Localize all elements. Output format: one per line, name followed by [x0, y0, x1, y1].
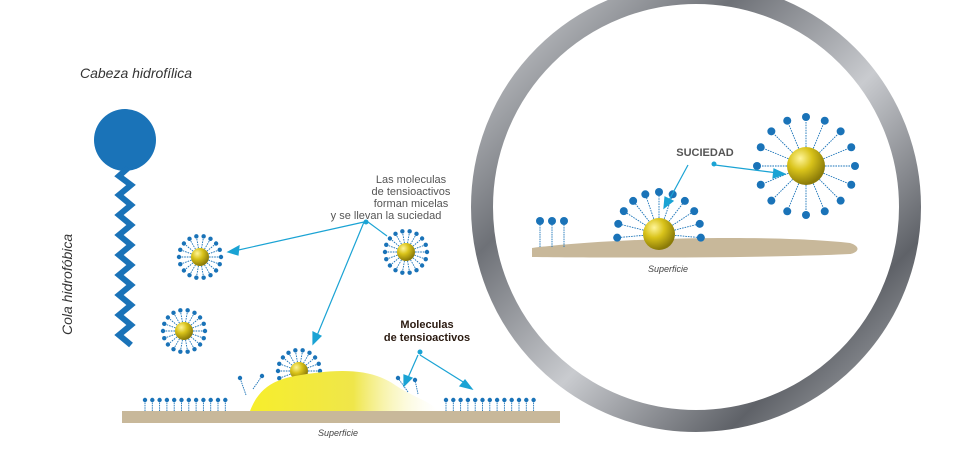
molecules-note-line2: de tensioactivos — [384, 332, 470, 344]
micelle-core — [787, 147, 825, 185]
surface-molecule — [531, 397, 536, 411]
zoom-micelle-on-surface — [613, 188, 705, 250]
surface-molecule — [142, 397, 148, 411]
edge-molecules — [237, 373, 419, 396]
surface-molecule — [179, 397, 184, 411]
main-surface-group — [122, 371, 560, 423]
surface-molecule — [480, 397, 485, 411]
surface-molecule — [509, 397, 514, 411]
zoom-ring — [471, 0, 921, 432]
surface-molecule — [516, 397, 522, 411]
surface-molecules — [142, 397, 536, 411]
surface-molecule — [164, 397, 170, 411]
micelle-left-bottom — [160, 308, 208, 354]
micelle-core — [643, 218, 675, 250]
zoom-surface — [532, 237, 858, 258]
micelle-note-line4: y se llevan la suciedad — [331, 210, 442, 222]
micelles — [160, 229, 430, 396]
surface-molecule — [215, 397, 221, 411]
micelle-note-line1: Las moleculas — [376, 174, 447, 186]
pointer-lines — [226, 219, 474, 391]
zoom-pointer-lines — [663, 161, 787, 210]
dirt-label: SUCIEDAD — [676, 147, 734, 159]
zoom-micelle-free — [753, 113, 859, 219]
surface-molecule — [502, 397, 507, 411]
zoom-surface-molecules — [536, 113, 859, 250]
micelle-left-top — [176, 234, 224, 280]
hydrophobic-tail — [114, 165, 136, 348]
micelle-note-line3: forman micelas — [374, 198, 449, 210]
surface-molecule — [465, 397, 471, 411]
micelle-core — [397, 243, 415, 261]
micelle-note-line2: de tensioactivos — [372, 186, 451, 198]
surface-molecule — [193, 397, 199, 411]
molecules-note-line1: Moleculas — [400, 319, 453, 331]
tail-label: Cola hidrofóbica — [59, 234, 75, 335]
surface-molecule — [473, 397, 478, 411]
micelle-core — [191, 248, 209, 266]
surface-label-main: Superficie — [318, 428, 358, 438]
surface-molecule — [150, 397, 155, 411]
surface-molecule — [157, 397, 162, 411]
zoom-surface-molecule — [560, 217, 568, 247]
surface-molecule — [458, 397, 463, 411]
surfactant-molecule-large — [94, 109, 156, 348]
hydrophilic-head — [94, 109, 156, 171]
surface-molecule — [223, 397, 228, 411]
surface-molecule — [186, 397, 191, 411]
zoom-surface-group — [532, 113, 859, 258]
main-surface — [122, 411, 560, 423]
surface-molecule — [494, 397, 500, 411]
surface-molecule — [524, 397, 529, 411]
surface-molecule — [487, 397, 492, 411]
surface-molecule — [172, 397, 177, 411]
zoom-surface-molecule — [536, 217, 544, 247]
micelle-core — [175, 322, 193, 340]
surface-molecule — [208, 397, 213, 411]
micelle-right — [382, 229, 430, 275]
surface-molecule — [443, 397, 449, 411]
head-label: Cabeza hidrofílica — [80, 65, 192, 81]
surface-label-zoom: Superficie — [648, 264, 688, 274]
dirt-deposit — [250, 371, 438, 411]
surface-molecule — [201, 397, 206, 411]
zoom-surface-molecule — [548, 217, 556, 247]
surface-molecule — [451, 397, 456, 411]
